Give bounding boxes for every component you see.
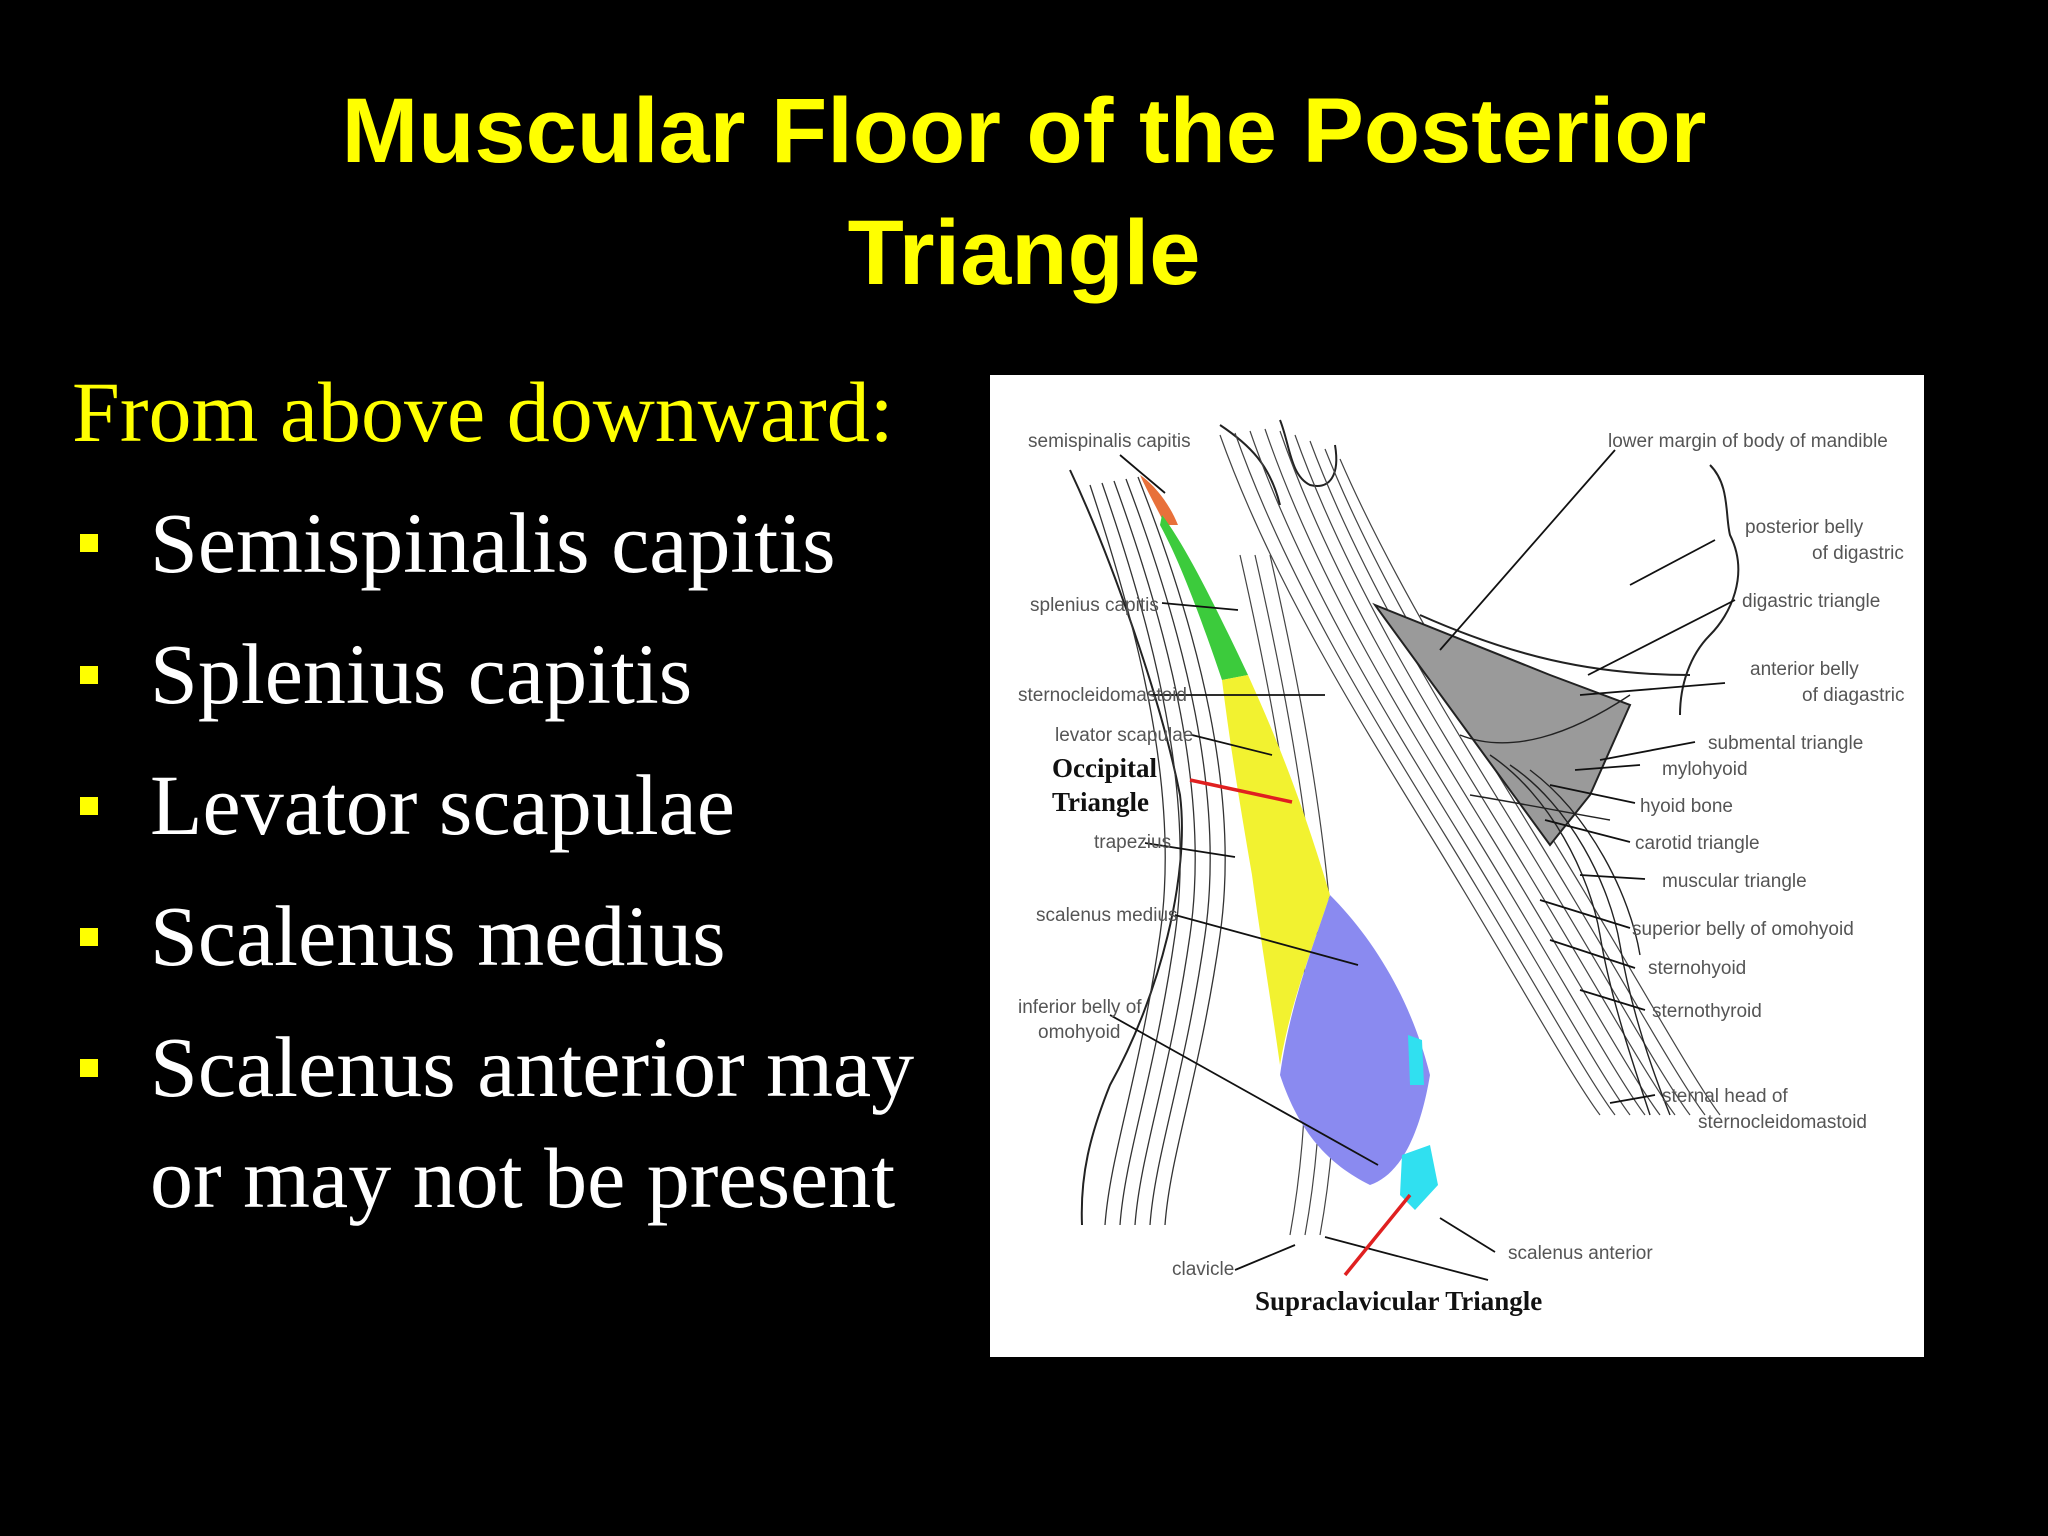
label-superior-belly-omohyoid: superior belly of omohyoid <box>1632 919 1854 940</box>
back-contour <box>1069 469 1183 1226</box>
label-inferior-belly-1: inferior belly of <box>1018 997 1142 1018</box>
label-anterior-belly-2: of diagastric <box>1802 685 1904 706</box>
label-submental-triangle: submental triangle <box>1708 733 1863 754</box>
label-mylohyoid: mylohyoid <box>1662 759 1748 780</box>
label-occipital-2: Triangle <box>1052 787 1149 817</box>
label-posterior-belly-2: of digastric <box>1812 543 1904 564</box>
label-posterior-belly-1: posterior belly <box>1745 517 1864 538</box>
label-hyoid-bone: hyoid bone <box>1640 796 1733 817</box>
label-carotid-triangle: carotid triangle <box>1635 833 1760 854</box>
bullet-square-icon <box>80 797 98 815</box>
splenius-capitis-region <box>1160 515 1248 680</box>
bullet-square-icon <box>80 534 98 552</box>
label-muscular-triangle: muscular triangle <box>1662 871 1807 892</box>
label-clavicle: clavicle <box>1172 1259 1234 1280</box>
label-scalenus-medius: scalenus medius <box>1036 905 1178 926</box>
label-scalenus-anterior: scalenus anterior <box>1508 1243 1653 1264</box>
label-sternothyroid: sternothyroid <box>1652 1001 1762 1022</box>
levator-scapulae-region <box>1222 675 1330 1065</box>
neck-anatomy-diagram: semispinalis capitis lower margin of bod… <box>990 375 1924 1357</box>
digastric-region <box>1372 602 1632 847</box>
scalenus-anterior-region <box>1400 1035 1438 1210</box>
mandible-margin <box>1419 614 1691 676</box>
intro-text: From above downward: <box>72 364 894 460</box>
bullet-square-icon <box>80 928 98 946</box>
label-lower-margin-mandible: lower margin of body of mandible <box>1608 431 1888 452</box>
label-anterior-belly-1: anterior belly <box>1750 659 1859 680</box>
title-line-1: Muscular Floor of the Posterior <box>341 80 1707 182</box>
label-splenius-capitis: splenius capitis <box>1030 595 1159 616</box>
bullet-text: Splenius capitis <box>150 626 693 722</box>
bullet-text-continued: or may not be present <box>150 1130 896 1226</box>
supraclavicular-pointer <box>1343 1193 1412 1277</box>
label-trapezius: trapezius <box>1094 832 1171 853</box>
label-sternohyoid: sternohyoid <box>1648 958 1746 979</box>
label-sternal-head-1: sternal head of <box>1662 1086 1788 1107</box>
label-occipital-1: Occipital <box>1052 753 1157 783</box>
ear-contour <box>1219 424 1281 506</box>
label-sternocleidomastoid: sternocleidomastoid <box>1018 685 1187 706</box>
bullet-text: Scalenus anterior may <box>150 1019 915 1115</box>
label-semispinalis-capitis: semispinalis capitis <box>1028 431 1191 452</box>
scalenus-medius-region <box>1280 895 1430 1185</box>
label-digastric-triangle: digastric triangle <box>1742 591 1880 612</box>
bullet-text: Semispinalis capitis <box>150 495 836 591</box>
bullet-text: Scalenus medius <box>150 888 726 984</box>
slide-title: Muscular Floor of the Posterior Triangle <box>0 70 2048 314</box>
neck-anatomy-illustration: semispinalis capitis lower margin of bod… <box>1018 419 1904 1316</box>
bullet-square-icon <box>80 666 98 684</box>
title-line-2: Triangle <box>847 202 1201 304</box>
chin-contour <box>1679 464 1740 716</box>
label-sternal-head-2: sternocleidomastoid <box>1698 1112 1867 1133</box>
label-supraclavicular-triangle: Supraclavicular Triangle <box>1255 1286 1542 1316</box>
ear-lobe <box>1279 419 1338 487</box>
bullet-square-icon <box>80 1059 98 1077</box>
occipital-pointer <box>1189 778 1293 804</box>
bullet-text: Levator scapulae <box>150 757 735 853</box>
label-levator-scapulae: levator scapulae <box>1055 725 1193 746</box>
label-inferior-belly-2: omohyoid <box>1038 1022 1120 1043</box>
semispinalis-capitis-region <box>1140 475 1178 525</box>
